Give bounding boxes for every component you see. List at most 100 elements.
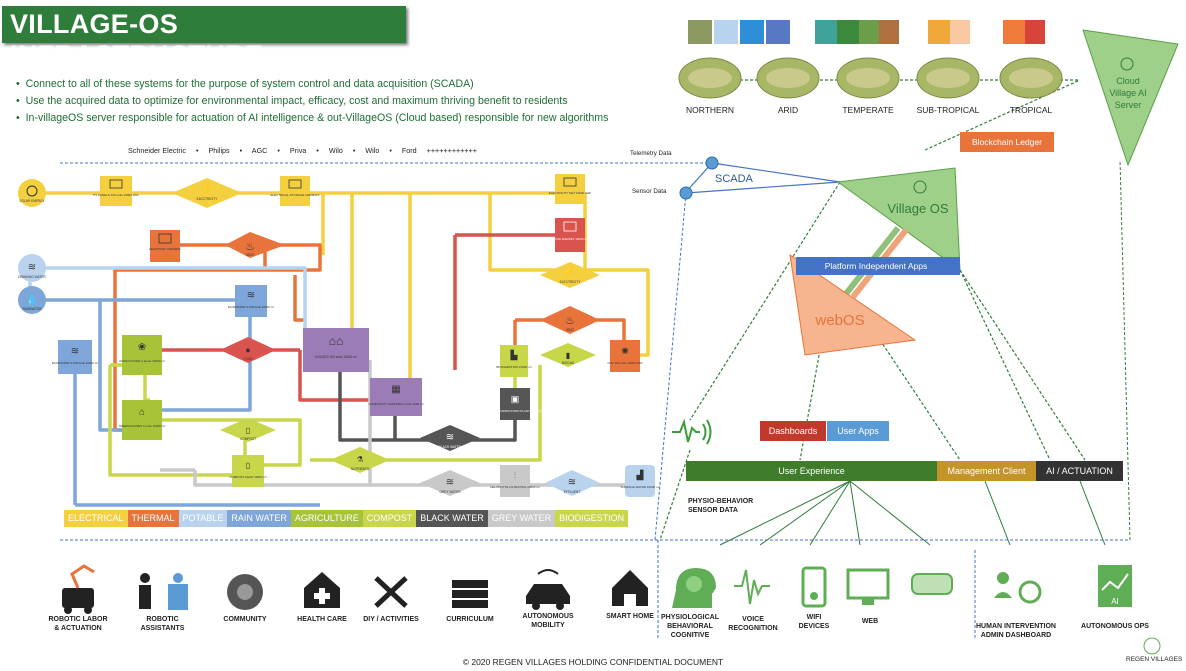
- heatpump-node: HEATPUMP 10000kWh: [149, 230, 181, 262]
- electricity-net-label: ELECTRICITY NET 10000 kWh: [549, 191, 592, 195]
- biodigestion-label: BIODIGESTION 10000 m³: [496, 365, 531, 369]
- cloud-label: Village AI: [1109, 88, 1146, 98]
- greenhouses-label: GREENHOUSES 4 units 10000 m²: [119, 424, 166, 428]
- vendor: Wilo: [365, 146, 380, 155]
- agriculture-node: ❀ AGRICULTURE 2 areas 10000 m²: [119, 335, 165, 375]
- food-market-node: FOOD MARKET 10000 kg: [552, 218, 588, 252]
- bottom-item-label: ROBOTIC LABOR & ACTUATION: [48, 616, 108, 632]
- footer-copyright: © 2020 REGEN VILLAGES HOLDING CONFIDENTI…: [462, 657, 724, 667]
- heat-label: HEAT: [566, 328, 574, 332]
- electricity-label: ELECTRICITY: [560, 280, 582, 284]
- telemetry-data-label: Telemetry Data: [630, 150, 672, 157]
- black-water-label: BLACK WATER: [439, 445, 462, 449]
- community-icon: [227, 574, 263, 610]
- chp-label: CHP 100 units 10000 kWh: [607, 361, 643, 365]
- bottom-item-label: ROBOTIC ASSISTANTS: [140, 616, 185, 632]
- electrical-storage-node: ELECTRICAL STORAGE 10000kWh: [270, 176, 320, 206]
- drinking-water-node: ≋ DRINKING WATER: [18, 254, 47, 282]
- legend-thermal: THERMAL: [127, 510, 179, 527]
- water-purification-node: ▣ WATER PURIFICATION PLANT 100 units: [487, 388, 543, 420]
- biogas-node: ▮ BIOGAS: [540, 343, 596, 367]
- electrical-storage-label: ELECTRICAL STORAGE 10000kWh: [270, 193, 319, 197]
- rainwater-storage-node-2: ≋ RAINWATER STORAGE 10000 m³: [52, 340, 98, 374]
- bottom-item-label: CURRICULUM: [446, 616, 494, 623]
- physio-behavior-label: PHYSIO-BEHAVIOR SENSOR DATA: [688, 498, 754, 514]
- smartphone-icon: [801, 566, 827, 608]
- tools-icon: [374, 576, 408, 608]
- water-waves-icon: ≋: [568, 477, 576, 488]
- food-market-label: FOOD MARKET 10000 kg: [552, 237, 587, 241]
- heat-node-2: ♨ HEAT: [540, 306, 600, 334]
- user-apps-box: User Apps: [827, 421, 889, 441]
- vr-headset-icon: [911, 573, 953, 595]
- surface-water-label: SURFACE WATER 10000 m³: [620, 485, 659, 489]
- rainwater-node: 💧 RAINWATER: [18, 286, 46, 314]
- compost-label: COMPOST: [240, 437, 256, 441]
- food-node: ● FOOD: [220, 337, 276, 363]
- cloud-label: Server: [1115, 100, 1142, 110]
- helophyte-node: ⫶ HELOPHYTE FILTRATION 10000 m²: [490, 465, 540, 497]
- compost-icon: ▯: [246, 426, 250, 435]
- platform-apps-label: Platform Independent Apps: [825, 261, 928, 271]
- compost-heap-label: COMPOST HEAP 10000 m³: [229, 475, 267, 479]
- electricity-node-2: ⚡ ELECTRICITY: [540, 262, 600, 288]
- legend-black-water: BLACK WATER: [416, 510, 488, 527]
- village-os-label: Village OS: [887, 201, 949, 216]
- dashboards-box: Dashboards: [760, 421, 826, 441]
- bullet-item: • In-villageOS server responsible for ac…: [16, 112, 609, 124]
- nutrients-label: NUTRIENTS: [351, 467, 369, 471]
- greenhouse-icon: ⌂: [139, 407, 145, 418]
- biogas-label: BIOGAS: [562, 361, 574, 365]
- houses-node: ⌂⌂ HOUSES 100 units 10000 m²: [303, 328, 369, 372]
- plant-icon: ❀: [138, 342, 146, 353]
- webos-label: webOS: [814, 312, 864, 329]
- regen-logo-icon: [1143, 637, 1161, 655]
- bolt-icon: ⚡: [564, 266, 575, 278]
- factory-icon: ▙: [510, 349, 519, 361]
- heat-label: HEAT: [246, 253, 254, 257]
- heat-node-1: ♨ HEAT: [225, 232, 285, 258]
- legend: ELECTRICAL THERMAL POTABLE RAIN WATER AG…: [64, 510, 629, 527]
- bottom-item-label: COMMUNITY: [223, 616, 267, 623]
- brain-head-icon: [672, 568, 716, 608]
- solar-energy-node: SOLAR ENERGY: [18, 179, 46, 207]
- vendor: Ford: [401, 146, 417, 155]
- electricity-node: ⚡ ELECTRICITY: [172, 178, 242, 208]
- bottom-item-label: AUTONOMOUS MOBILITY: [522, 613, 574, 629]
- water-purification-label: WATER PURIFICATION PLANT 100 units: [487, 409, 543, 413]
- water-waves-icon: ≋: [247, 290, 255, 301]
- helophyte-label: HELOPHYTE FILTRATION 10000 m²: [490, 485, 540, 489]
- vendor: Philips: [208, 146, 230, 155]
- surface-water-node: ▟ SURFACE WATER 10000 m³: [620, 465, 660, 497]
- vendor: AGC: [251, 146, 268, 155]
- flame-icon: ♨: [245, 241, 255, 253]
- solar-energy-label: SOLAR ENERGY: [19, 199, 45, 203]
- effluent-node: ≋ EFFLUENT: [545, 470, 600, 496]
- ai-chart-icon: AI: [1098, 565, 1132, 607]
- rainwater-storage-node-1: ≋ RAINWATER STORAGE 10000 m³: [228, 285, 274, 317]
- climate-label: TROPICAL: [1009, 105, 1053, 115]
- blockchain-label: Blockchain Ledger: [972, 137, 1042, 147]
- climate-globes: [678, 57, 1063, 99]
- robot-assistant-icon: [139, 573, 188, 610]
- bottom-item-label: WIFI DEVICES: [798, 614, 830, 630]
- effluent-label: EFFLUENT: [564, 490, 581, 494]
- climate-label: ARID: [777, 105, 799, 115]
- drinking-water-label: DRINKING WATER: [18, 275, 46, 279]
- houses-icon: ⌂⌂: [329, 334, 344, 348]
- bottom-item-label: PHYSIOLOGICAL BEHAVIORAL COGNITIVE: [661, 614, 719, 639]
- page-title: VILLAGE-OS INFRASTRUCTURE: [10, 9, 264, 70]
- grey-water-label: GREY WATER: [439, 490, 461, 494]
- purification-icon: ▣: [511, 394, 520, 404]
- physio-sensor-icon: [672, 418, 712, 445]
- bullet-list: • Connect to all of these systems for th…: [16, 76, 608, 127]
- bottom-item-label: SMART HOME: [606, 613, 654, 620]
- community-building-icon: ▦: [391, 384, 400, 395]
- network-lines: [60, 79, 1131, 640]
- telemetry-node: [705, 156, 719, 170]
- legend-electrical: ELECTRICAL: [64, 510, 128, 527]
- bottom-item-label: HUMAN INTERVENTION ADMIN DASHBOARD: [976, 623, 1056, 639]
- compost-heap-node: ▯ COMPOST HEAP 10000 m³: [229, 455, 267, 487]
